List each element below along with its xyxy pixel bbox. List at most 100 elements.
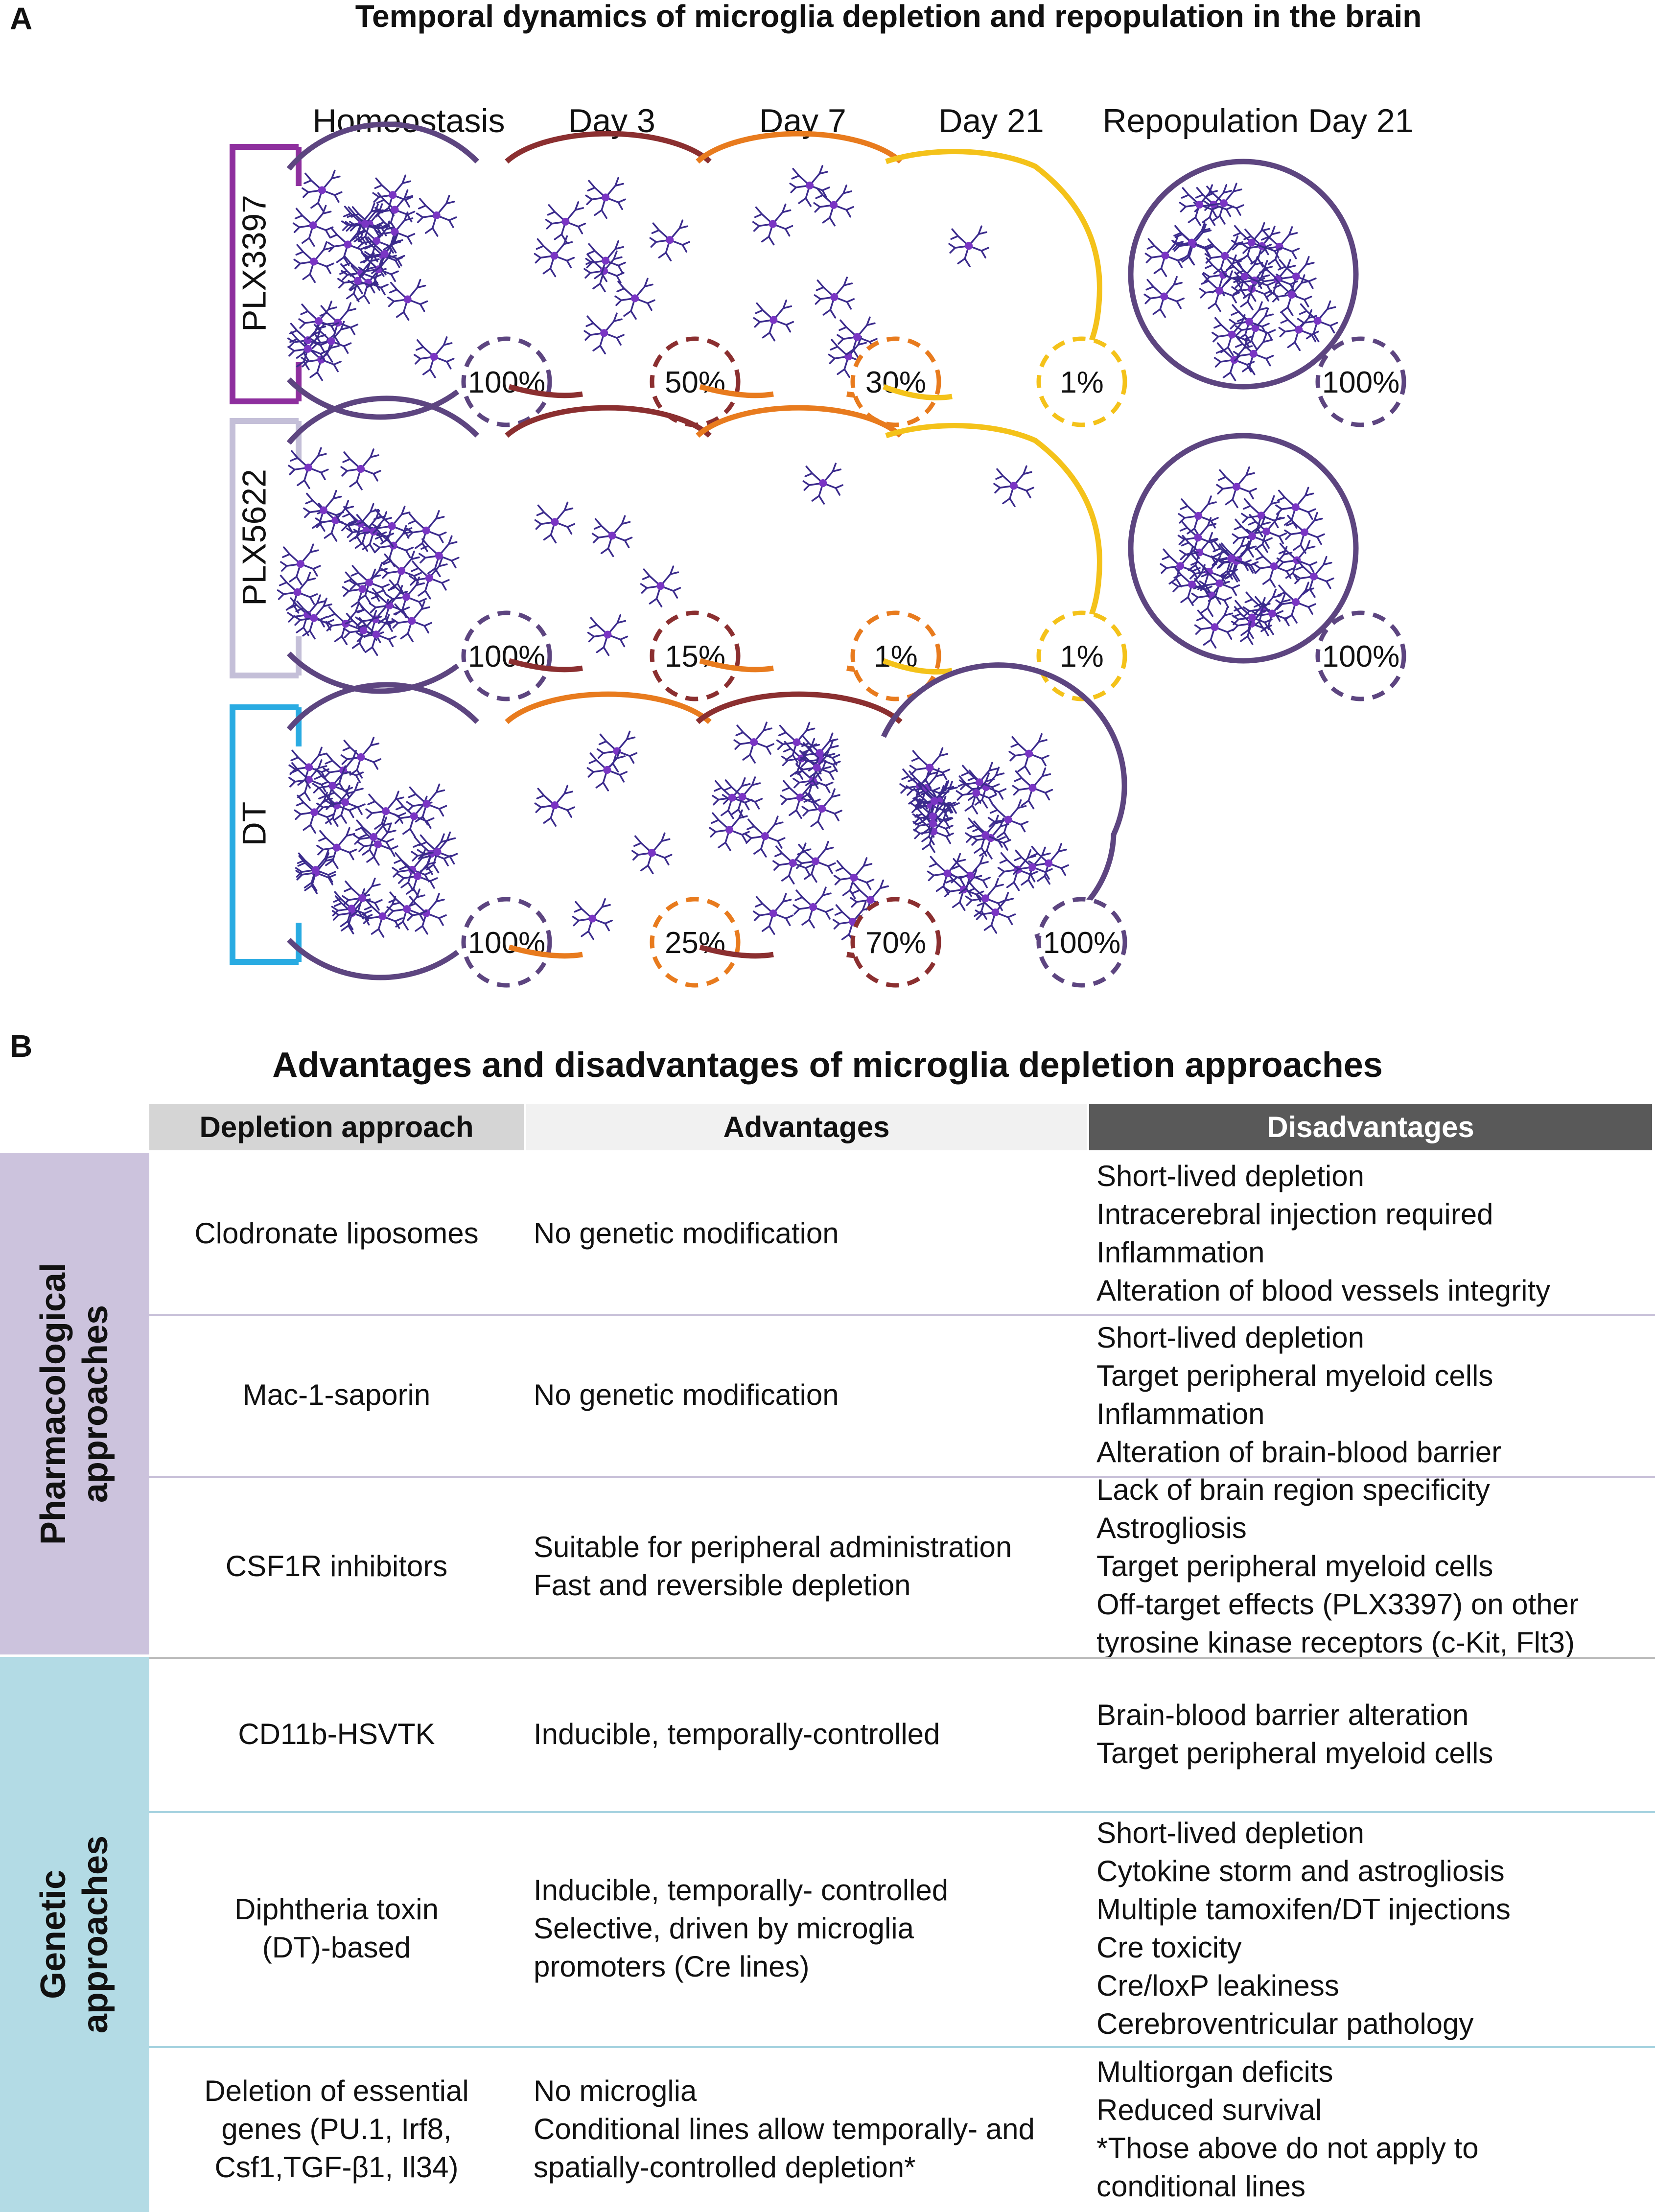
row-separator <box>149 1657 1655 1659</box>
cell-line: Multiorgan deficits <box>1096 2055 1333 2088</box>
microglia-cell <box>287 594 328 636</box>
cell-advantages: Inducible, temporally-controlled <box>534 1657 1229 1811</box>
microglia-cell <box>813 185 854 227</box>
microglia-cell <box>1284 512 1325 554</box>
row-label-bracket <box>230 144 299 404</box>
microglia-cell <box>585 177 626 219</box>
cell-line: Inflammation <box>1096 1236 1265 1269</box>
percent-circle <box>850 610 941 701</box>
cell-line: Selective, driven by microglia <box>534 1912 914 1945</box>
stage-label: Repopulation Day 21 <box>1102 102 1413 140</box>
microglia-cell <box>295 849 336 892</box>
microglia-cell <box>789 165 830 207</box>
microglia-cell <box>534 785 576 827</box>
microglia-cell <box>795 840 836 883</box>
cell-line: Reduced survival <box>1096 2093 1322 2126</box>
microglia-cell <box>1216 466 1257 509</box>
cell-approach-name: Diphtheria toxin(DT)-based <box>149 1811 524 2046</box>
cell-line: spatially-controlled depletion* <box>534 2150 916 2184</box>
microglia-cell <box>534 235 575 278</box>
row-label: DT <box>236 802 273 846</box>
microglia-cell <box>293 241 334 283</box>
table-row: CD11b-HSVTK Inducible, temporally-control… <box>149 1657 1655 1811</box>
percent-label: 100% <box>1043 926 1121 960</box>
microglia-cell <box>1144 235 1186 277</box>
cell-line: Clodronate liposomes <box>194 1217 479 1250</box>
cell-line: Target peripheral myeloid cells <box>1096 1550 1493 1583</box>
microglia-cell <box>1008 733 1049 775</box>
cell-line: Fast and reversible depletion <box>534 1569 911 1602</box>
percent-circle <box>850 336 941 427</box>
row-separator <box>149 1476 1655 1478</box>
cell-approach-name: CD11b-HSVTK <box>149 1657 524 1811</box>
cell-line: conditional lines <box>1096 2169 1305 2203</box>
microglia-cell <box>387 279 428 321</box>
percent-circle <box>461 610 552 701</box>
microglia-cell <box>374 211 416 254</box>
microglia-cell <box>413 336 455 378</box>
microglia-cell <box>545 201 586 243</box>
microglia-cell <box>1297 300 1338 343</box>
cell-line: (DT)-based <box>262 1931 411 1964</box>
cell-advantages: No genetic modification <box>534 1314 1229 1476</box>
microglia-cell <box>1178 495 1219 537</box>
microglia-cell <box>391 600 432 643</box>
microglia-cell <box>1143 276 1185 318</box>
cell-line: Suitable for peripheral administration <box>534 1531 1012 1563</box>
percent-circle <box>1036 336 1127 427</box>
cell-line: Alteration of blood vessels integrity <box>1096 1274 1551 1307</box>
microglia-cell <box>801 788 842 830</box>
microglia-cell <box>1012 767 1053 810</box>
panel-b-letter: B <box>10 1028 33 1064</box>
row-label-bracket <box>230 418 299 678</box>
percent-circle <box>1315 610 1406 701</box>
cell-line: No genetic modification <box>534 1378 839 1411</box>
percent-circle <box>1036 610 1127 701</box>
microglia-cell <box>814 277 855 319</box>
percent-label: 1% <box>1060 366 1104 399</box>
microglia-cell <box>340 448 381 490</box>
group-pharmacological: Pharmacological approaches <box>0 1153 149 1654</box>
cell-line: Intracerebral injection required <box>1096 1198 1493 1231</box>
percent-label: 15% <box>665 640 725 674</box>
microglia-cell <box>288 447 329 489</box>
stage-outline <box>286 396 479 694</box>
cell-line: Short-lived depletion <box>1096 1816 1365 1849</box>
microglia-cell <box>365 791 406 833</box>
cell-line: Lack of brain region specificity <box>1096 1473 1490 1506</box>
percent-circle <box>650 610 741 701</box>
percent-label: 100% <box>1322 366 1400 399</box>
row-label: PLX5622 <box>236 469 273 606</box>
cell-line: CSF1R inhibitors <box>225 1550 448 1583</box>
microglia-cell <box>406 893 447 935</box>
microglia-cell <box>753 299 794 342</box>
panel-a-title: Temporal dynamics of microglia depletion… <box>355 0 1422 34</box>
microglia-cell <box>303 489 344 532</box>
header-disadvantages: Disadvantages <box>1089 1104 1652 1150</box>
cell-line: No microglia <box>534 2074 697 2107</box>
header-advantages: Advantages <box>526 1104 1087 1150</box>
cell-approach-name: Mac-1-saporin <box>149 1314 524 1476</box>
row-separator <box>149 1811 1655 1813</box>
cell-line: CD11b-HSVTK <box>238 1717 435 1750</box>
cell-line: Inducible, temporally- controlled <box>534 1874 949 1907</box>
header-depletion-approach: Depletion approach <box>149 1104 524 1150</box>
microglia-cell <box>316 785 357 827</box>
microglia-cell <box>649 219 691 261</box>
microglia-cell <box>733 722 774 764</box>
repopulation-outline <box>1128 159 1359 390</box>
cell-line: Astrogliosis <box>1096 1512 1247 1544</box>
microglia-cell <box>583 312 625 354</box>
cell-approach-name: CSF1R inhibitors <box>149 1476 524 1657</box>
group-genetic: Genetic approaches <box>0 1657 149 2212</box>
microglia-cell <box>386 888 427 931</box>
cell-line: Target peripheral myeloid cells <box>1096 1359 1493 1392</box>
